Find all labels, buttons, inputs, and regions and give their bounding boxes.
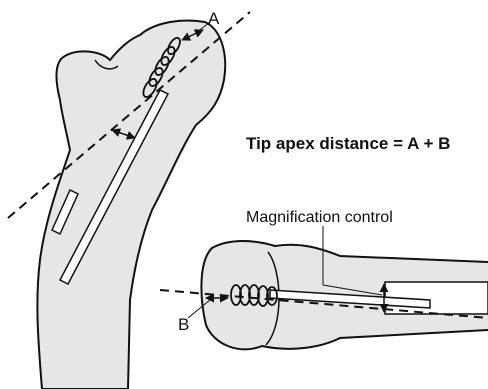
tip-apex-formula: Tip apex distance = A + B (246, 135, 450, 152)
magnification-control-label: Magnification control (246, 210, 393, 226)
lateral-view-femur (160, 226, 488, 349)
distance-a-label: A (208, 10, 219, 27)
distance-b-label: B (178, 316, 189, 333)
